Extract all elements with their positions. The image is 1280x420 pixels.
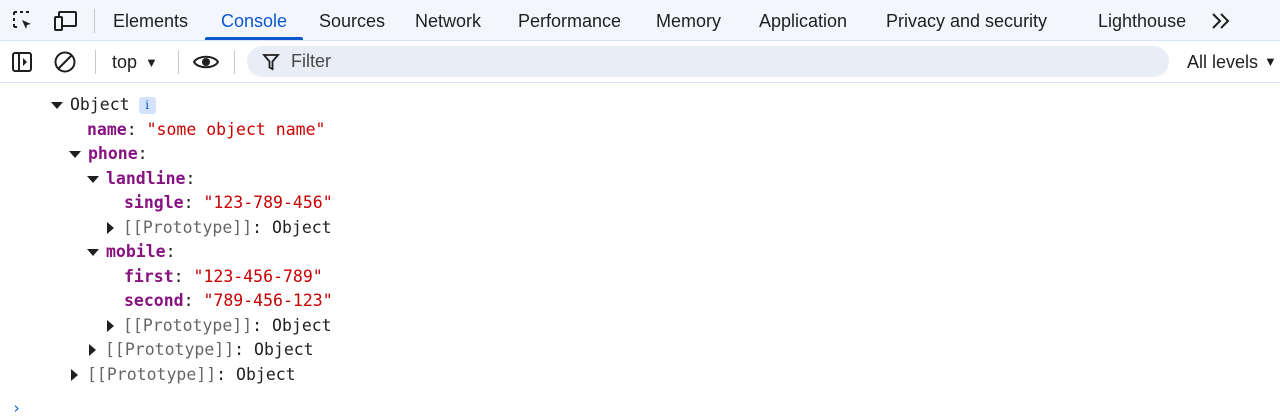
log-levels-label: All levels [1187, 52, 1259, 72]
object-label: Object [70, 95, 130, 114]
context-selector-label: top [112, 52, 138, 72]
prototype-type: Object [272, 316, 332, 335]
active-tab-indicator [205, 37, 303, 40]
devtools-tab-bar: Elements Console Sources Network Perform… [0, 0, 1280, 41]
property-key: phone [88, 144, 138, 163]
toolbar-separator [234, 50, 235, 74]
expanded-triangle-icon[interactable] [69, 150, 81, 158]
prototype-row[interactable]: [[Prototype]]: Object [105, 216, 332, 240]
property-row-expandable[interactable]: phone: [69, 142, 148, 166]
context-caret-down-icon: ▼ [145, 54, 158, 70]
property-key: mobile [106, 242, 166, 261]
prototype-key: [[Prototype]] [105, 340, 235, 359]
property-row: single: "123-789-456" [124, 191, 333, 215]
object-root-row[interactable]: Object i [51, 93, 156, 117]
tab-memory[interactable]: Memory [656, 11, 722, 31]
prototype-key: [[Prototype]] [87, 365, 217, 384]
prototype-row[interactable]: [[Prototype]]: Object [105, 314, 332, 338]
property-value: "123-456-789" [193, 267, 323, 286]
tab-lighthouse[interactable]: Lighthouse [1098, 11, 1187, 31]
property-row: name: "some object name" [87, 118, 325, 142]
log-levels-dropdown[interactable]: All levels ▼ [1187, 41, 1277, 83]
inspect-element-icon[interactable] [10, 8, 36, 34]
property-key: second [124, 291, 184, 310]
expanded-triangle-icon[interactable] [87, 175, 99, 183]
expanded-triangle-icon[interactable] [87, 248, 99, 256]
tab-performance[interactable]: Performance [518, 11, 622, 31]
device-toolbar-icon[interactable] [53, 8, 79, 34]
property-key: name [87, 120, 127, 139]
tab-bar-separator [94, 9, 95, 33]
tab-application[interactable]: Application [759, 11, 848, 31]
property-row-expandable[interactable]: mobile: [87, 240, 176, 264]
filter-funnel-icon [261, 52, 281, 72]
filter-input[interactable] [291, 51, 1151, 72]
filter-box[interactable] [247, 46, 1169, 77]
tab-elements[interactable]: Elements [113, 11, 189, 31]
property-value: "123-789-456" [203, 193, 333, 212]
collapsed-triangle-icon[interactable] [107, 222, 114, 234]
property-key: first [124, 267, 174, 286]
show-sidebar-icon[interactable] [8, 49, 36, 75]
prototype-key: [[Prototype]] [123, 218, 253, 237]
collapsed-triangle-icon[interactable] [89, 344, 96, 356]
property-value: "789-456-123" [203, 291, 333, 310]
console-toolbar: top ▼ All levels ▼ [0, 41, 1280, 83]
toolbar-separator [178, 50, 179, 74]
prototype-row[interactable]: [[Prototype]]: Object [69, 363, 296, 387]
more-tabs-chevron-icon[interactable] [1206, 8, 1236, 34]
info-icon[interactable]: i [138, 96, 156, 114]
expanded-triangle-icon[interactable] [51, 101, 63, 109]
collapsed-triangle-icon[interactable] [107, 320, 114, 332]
property-key: landline [106, 169, 186, 188]
prototype-type: Object [236, 365, 296, 384]
context-selector[interactable]: top ▼ [112, 41, 158, 83]
toolbar-separator [95, 50, 96, 74]
console-prompt-icon[interactable]: › [12, 399, 22, 417]
prototype-type: Object [272, 218, 332, 237]
console-output: Object i name: "some object name" phone:… [0, 84, 1280, 420]
property-row: second: "789-456-123" [124, 289, 333, 313]
property-key: single [124, 193, 184, 212]
property-row: first: "123-456-789" [124, 265, 323, 289]
property-row-expandable[interactable]: landline: [87, 167, 195, 191]
collapsed-triangle-icon[interactable] [71, 369, 78, 381]
tab-sources[interactable]: Sources [319, 11, 386, 31]
prototype-key: [[Prototype]] [123, 316, 253, 335]
property-value: "some object name" [146, 120, 326, 139]
tab-privacy-and-security[interactable]: Privacy and security [886, 11, 1048, 31]
levels-caret-down-icon: ▼ [1264, 54, 1277, 69]
tab-network[interactable]: Network [415, 11, 482, 31]
clear-console-icon[interactable] [51, 49, 79, 75]
live-expression-eye-icon[interactable] [192, 49, 220, 75]
prototype-row[interactable]: [[Prototype]]: Object [87, 338, 314, 362]
tab-console[interactable]: Console [221, 11, 288, 31]
prototype-type: Object [254, 340, 314, 359]
